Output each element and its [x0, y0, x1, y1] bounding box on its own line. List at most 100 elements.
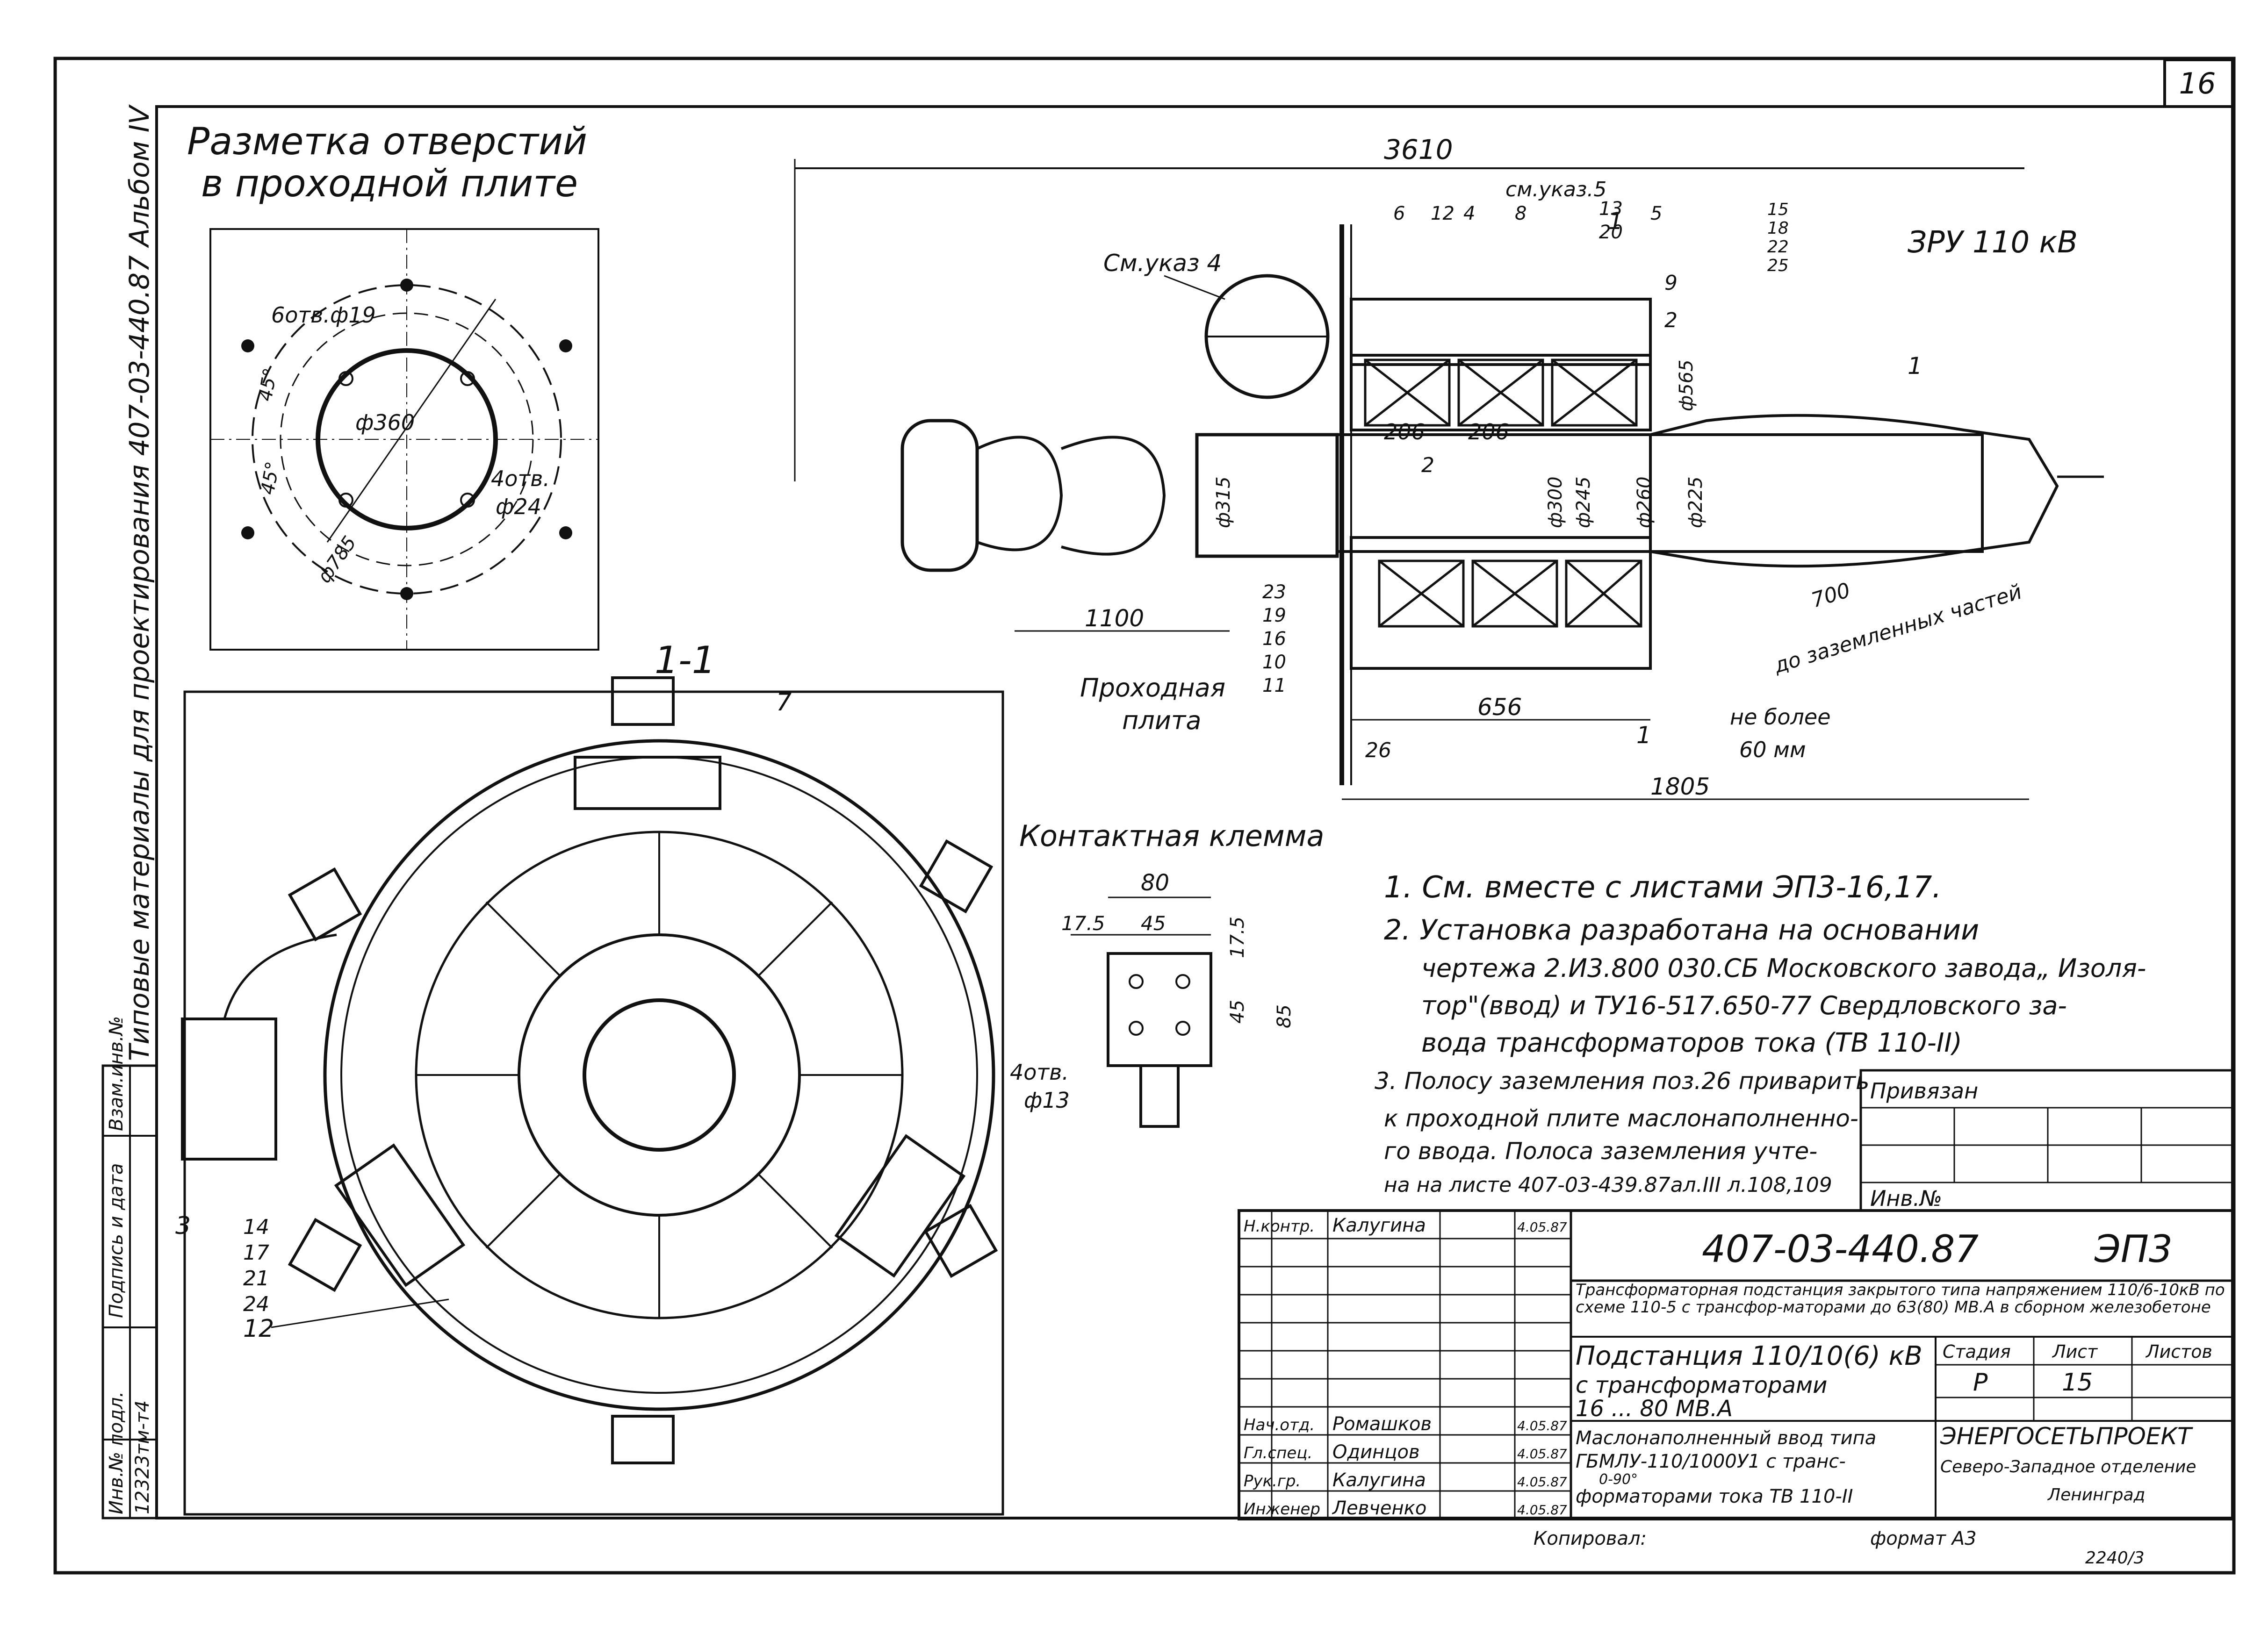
- dim-26: 26: [1365, 738, 1391, 762]
- name-inzh: Левченко: [1332, 1498, 1426, 1519]
- org-city: Ленинград: [2047, 1485, 2145, 1505]
- name-gl-spec: Одинцов: [1332, 1441, 1420, 1463]
- callout-12: 12: [243, 1315, 274, 1343]
- callout-16: 16: [1262, 628, 1286, 650]
- angle1-label: 45°: [255, 366, 282, 403]
- clamp-block-left: [334, 1143, 466, 1287]
- notes-block: 1. См. вместе с листами ЭП3-16,17. 2. Ус…: [1375, 870, 2146, 1197]
- angle2-label: 45°: [257, 460, 284, 496]
- clamp-block-7: [574, 756, 721, 810]
- contact-clamp-view: Контактная клемма 80 17.5 45 17.5 45 85 …: [1010, 819, 1324, 1128]
- callout-5: 5: [1650, 203, 1662, 224]
- side-stamp-vzam: Взам.инв.№: [106, 1016, 127, 1131]
- callout-23: 23: [1262, 581, 1286, 603]
- callout-17: 17: [243, 1241, 269, 1265]
- callout-1: 1: [1908, 352, 1922, 380]
- org-branch: Северо-Западное отделение: [1940, 1457, 2196, 1476]
- sheet-value: 15: [2062, 1369, 2093, 1397]
- note-2d: вода трансформаторов тока (ТВ 110-II): [1421, 1028, 1962, 1058]
- callout-22: 22: [1767, 237, 1789, 257]
- name-nach-otd: Ромашков: [1332, 1413, 1432, 1435]
- d300: ф300: [1545, 476, 1566, 528]
- dim-206b: 206: [1468, 419, 1509, 444]
- section-mark-top: 1: [1608, 208, 1623, 235]
- stage-value: Р: [1973, 1369, 1988, 1397]
- note-2a: 2. Установка разработана на основании: [1384, 914, 1979, 946]
- callout-6: 6: [1393, 203, 1405, 224]
- role-inzh: Инженер: [1244, 1500, 1320, 1519]
- date-nach-otd: 4.05.87: [1517, 1418, 1567, 1433]
- clamp-holes: 4отв.: [1010, 1060, 1069, 1085]
- dim-3610: 3610: [1384, 134, 1453, 165]
- sheet-title-3: 16 ... 80 МВ.А: [1576, 1396, 1733, 1422]
- side-stamp-inv-orig: Инв.№ подл.: [106, 1391, 127, 1514]
- clamp-plate: [1107, 952, 1212, 1067]
- col-sheet: Лист: [2052, 1341, 2098, 1362]
- d225: ф225: [1685, 476, 1706, 528]
- side-stamp: Взам.инв.№ Подпись и дата Инв.№ подл. 12…: [101, 1016, 158, 1519]
- terminal-box-3: [181, 1018, 277, 1161]
- date-inzh: 4.05.87: [1517, 1502, 1567, 1518]
- title-block: Привязан Инв.№ Н.контр. Калуг: [1238, 1069, 2234, 1568]
- bolt-circle-outer: [252, 284, 562, 595]
- drawing-title-1: Маслонаполненный ввод типа: [1576, 1427, 1876, 1449]
- note-3b: к проходной плите маслонаполненно-: [1384, 1105, 1858, 1132]
- role-nach-otd: Нач.отд.: [1244, 1416, 1315, 1434]
- sheet-title-1: Подстанция 110/10(6) кВ: [1576, 1341, 1922, 1371]
- project-description-box: Трансформаторная подстанция закрытого ти…: [1576, 1282, 2225, 1317]
- ref-sh5: см.указ.5: [1505, 178, 1606, 201]
- name-n-kontr: Калугина: [1332, 1215, 1426, 1236]
- date-ruk-gr: 4.05.87: [1517, 1474, 1567, 1490]
- not-more-1: не более: [1730, 704, 1831, 730]
- org-name: ЭНЕРГОСЕТЬПРОЕКТ: [1940, 1423, 2193, 1450]
- dim-206a: 206: [1384, 419, 1425, 444]
- d785-label: ф785: [314, 532, 361, 587]
- project-description: Трансформаторная подстанция закрытого ти…: [1576, 1282, 2225, 1317]
- note-2c: тор"(ввод) и ТУ16-517.650-77 Свердловско…: [1421, 991, 2067, 1020]
- clamp-dim-80: 80: [1141, 870, 1169, 896]
- elevation-view: 3610 См.указ 4: [794, 134, 2104, 800]
- page-number: 16: [2179, 66, 2216, 100]
- page-number-box: [2163, 58, 2234, 108]
- d360-label: ф360: [355, 410, 415, 435]
- dim-1805: 1805: [1650, 773, 1710, 800]
- section-mark-bottom: 1: [1636, 722, 1651, 749]
- not-more-2: 60 мм: [1739, 737, 1806, 762]
- to-grounded: до заземленных частей: [1771, 580, 2024, 678]
- callout-11: 11: [1262, 675, 1286, 696]
- drawing-title-note: 0-90°: [1599, 1471, 1638, 1488]
- clamp-title: Контактная клемма: [1019, 819, 1324, 853]
- role-gl-spec: Гл.спец.: [1244, 1444, 1312, 1462]
- doc-code: 407-03-440.87: [1702, 1227, 1979, 1271]
- callout-25: 25: [1767, 256, 1789, 275]
- format-label: формат А3: [1870, 1528, 1977, 1549]
- note-1: 1. См. вместе с листами ЭП3-16,17.: [1384, 870, 1942, 905]
- sheet-inner-frame: [155, 105, 2234, 1519]
- section-title: 1-1: [655, 638, 716, 682]
- col-sheets: Листов: [2145, 1341, 2212, 1362]
- doc-mark: ЭП3: [2094, 1227, 2173, 1271]
- callout-9: 9: [1664, 271, 1678, 295]
- clamp-stem: [1139, 1064, 1180, 1128]
- clamp-dim-45b: 45: [1227, 1000, 1248, 1024]
- ct-cores-top: [1350, 354, 1652, 431]
- clamp-dim-45a: 45: [1141, 912, 1166, 935]
- callout-13: 13: [1599, 198, 1623, 220]
- name-ruk-gr: Калугина: [1332, 1469, 1426, 1491]
- callout-12b: 12: [1431, 203, 1454, 224]
- d260: ф260: [1634, 476, 1655, 528]
- ct-housing-top: [1350, 298, 1652, 366]
- hole-layout-title-1: Разметка отверстий: [187, 120, 587, 163]
- clamp-dim-85: 85: [1274, 1004, 1295, 1028]
- side-stamp-signature: Подпись и дата: [106, 1163, 127, 1318]
- hole-layout-view: Разметка отверстий в проходной плите 6от…: [187, 120, 599, 651]
- drawing-title-3: форматорами тока ТВ 110-II: [1576, 1486, 1853, 1507]
- hole-layout-title-2: в проходной плите: [201, 162, 578, 205]
- holes-6-label: 6отв.ф19: [271, 302, 376, 328]
- callout-2b: 2: [1421, 453, 1434, 477]
- zru-label: ЗРУ 110 кВ: [1908, 225, 2078, 260]
- date-gl-spec: 4.05.87: [1517, 1446, 1567, 1462]
- callout-10: 10: [1262, 652, 1286, 673]
- callout-15: 15: [1767, 200, 1789, 219]
